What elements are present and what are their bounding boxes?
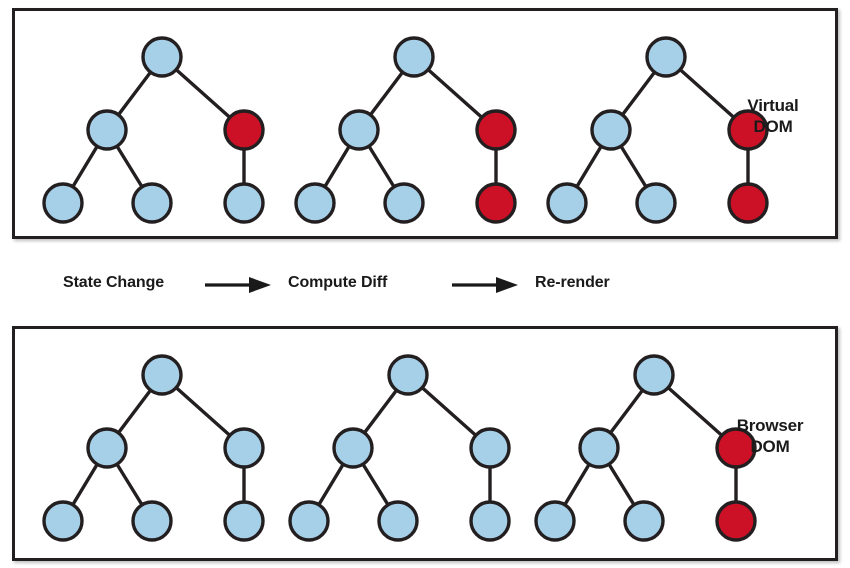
tree-nodes [288, 354, 511, 542]
browser-dom-tree-2 [288, 354, 511, 542]
tree-nodes [42, 36, 265, 224]
right-arrow-icon [205, 277, 271, 293]
tree-node-right [727, 109, 769, 151]
tree-node-left [86, 427, 128, 469]
panel-label-virtual-dom-line1: Virtual [747, 96, 799, 115]
tree-node-leaf-2 [623, 500, 665, 542]
tree-node-root [387, 354, 429, 396]
tree-node-leaf-3 [223, 500, 265, 542]
tree-node-left [332, 427, 374, 469]
tree-node-leaf-3 [727, 182, 769, 224]
tree-nodes [294, 36, 517, 224]
tree-node-right [223, 109, 265, 151]
panel-label-browser-dom: Browser DOM [715, 415, 825, 458]
flow-step-re-render: Re-render [535, 274, 610, 291]
tree-node-root [141, 36, 183, 78]
flow-strip: State Change Compute Diff Re-render [0, 255, 850, 315]
browser-dom-tree-1 [42, 354, 265, 542]
tree-node-leaf-1 [288, 500, 330, 542]
tree-node-leaf-3 [469, 500, 511, 542]
tree-node-leaf-2 [383, 182, 425, 224]
tree-node-leaf-2 [377, 500, 419, 542]
flow-step-state-change: State Change [63, 274, 165, 291]
tree-node-leaf-1 [546, 182, 588, 224]
tree-node-leaf-1 [294, 182, 336, 224]
tree-node-right [475, 109, 517, 151]
tree-node-root [645, 36, 687, 78]
tree-node-leaf-3 [715, 500, 757, 542]
virtual-dom-tree-3 [546, 36, 769, 224]
virtual-dom-tree-1 [42, 36, 265, 224]
tree-node-left [86, 109, 128, 151]
tree-nodes [42, 354, 265, 542]
virtual-dom-tree-2 [294, 36, 517, 224]
tree-node-leaf-1 [534, 500, 576, 542]
panel-label-virtual-dom-line2: DOM [753, 117, 793, 137]
tree-node-leaf-1 [42, 182, 84, 224]
panel-label-virtual-dom: Virtual DOM [718, 95, 828, 138]
panel-label-browser-dom-line1: Browser [736, 416, 804, 435]
tree-nodes [546, 36, 769, 224]
tree-node-root [633, 354, 675, 396]
tree-node-root [393, 36, 435, 78]
tree-node-leaf-2 [131, 500, 173, 542]
tree-node-right [469, 427, 511, 469]
flow-step-compute-diff: Compute Diff [288, 274, 388, 291]
tree-node-leaf-2 [635, 182, 677, 224]
tree-nodes [534, 354, 757, 542]
tree-node-leaf-1 [42, 500, 84, 542]
tree-node-right [715, 427, 757, 469]
tree-node-right [223, 427, 265, 469]
tree-node-left [590, 109, 632, 151]
tree-node-leaf-2 [131, 182, 173, 224]
tree-node-leaf-3 [475, 182, 517, 224]
tree-node-root [141, 354, 183, 396]
panel-label-browser-dom-line2: DOM [750, 437, 790, 457]
tree-node-left [338, 109, 380, 151]
tree-node-leaf-3 [223, 182, 265, 224]
browser-dom-tree-3 [534, 354, 757, 542]
tree-node-left [578, 427, 620, 469]
right-arrow-icon [452, 277, 518, 293]
